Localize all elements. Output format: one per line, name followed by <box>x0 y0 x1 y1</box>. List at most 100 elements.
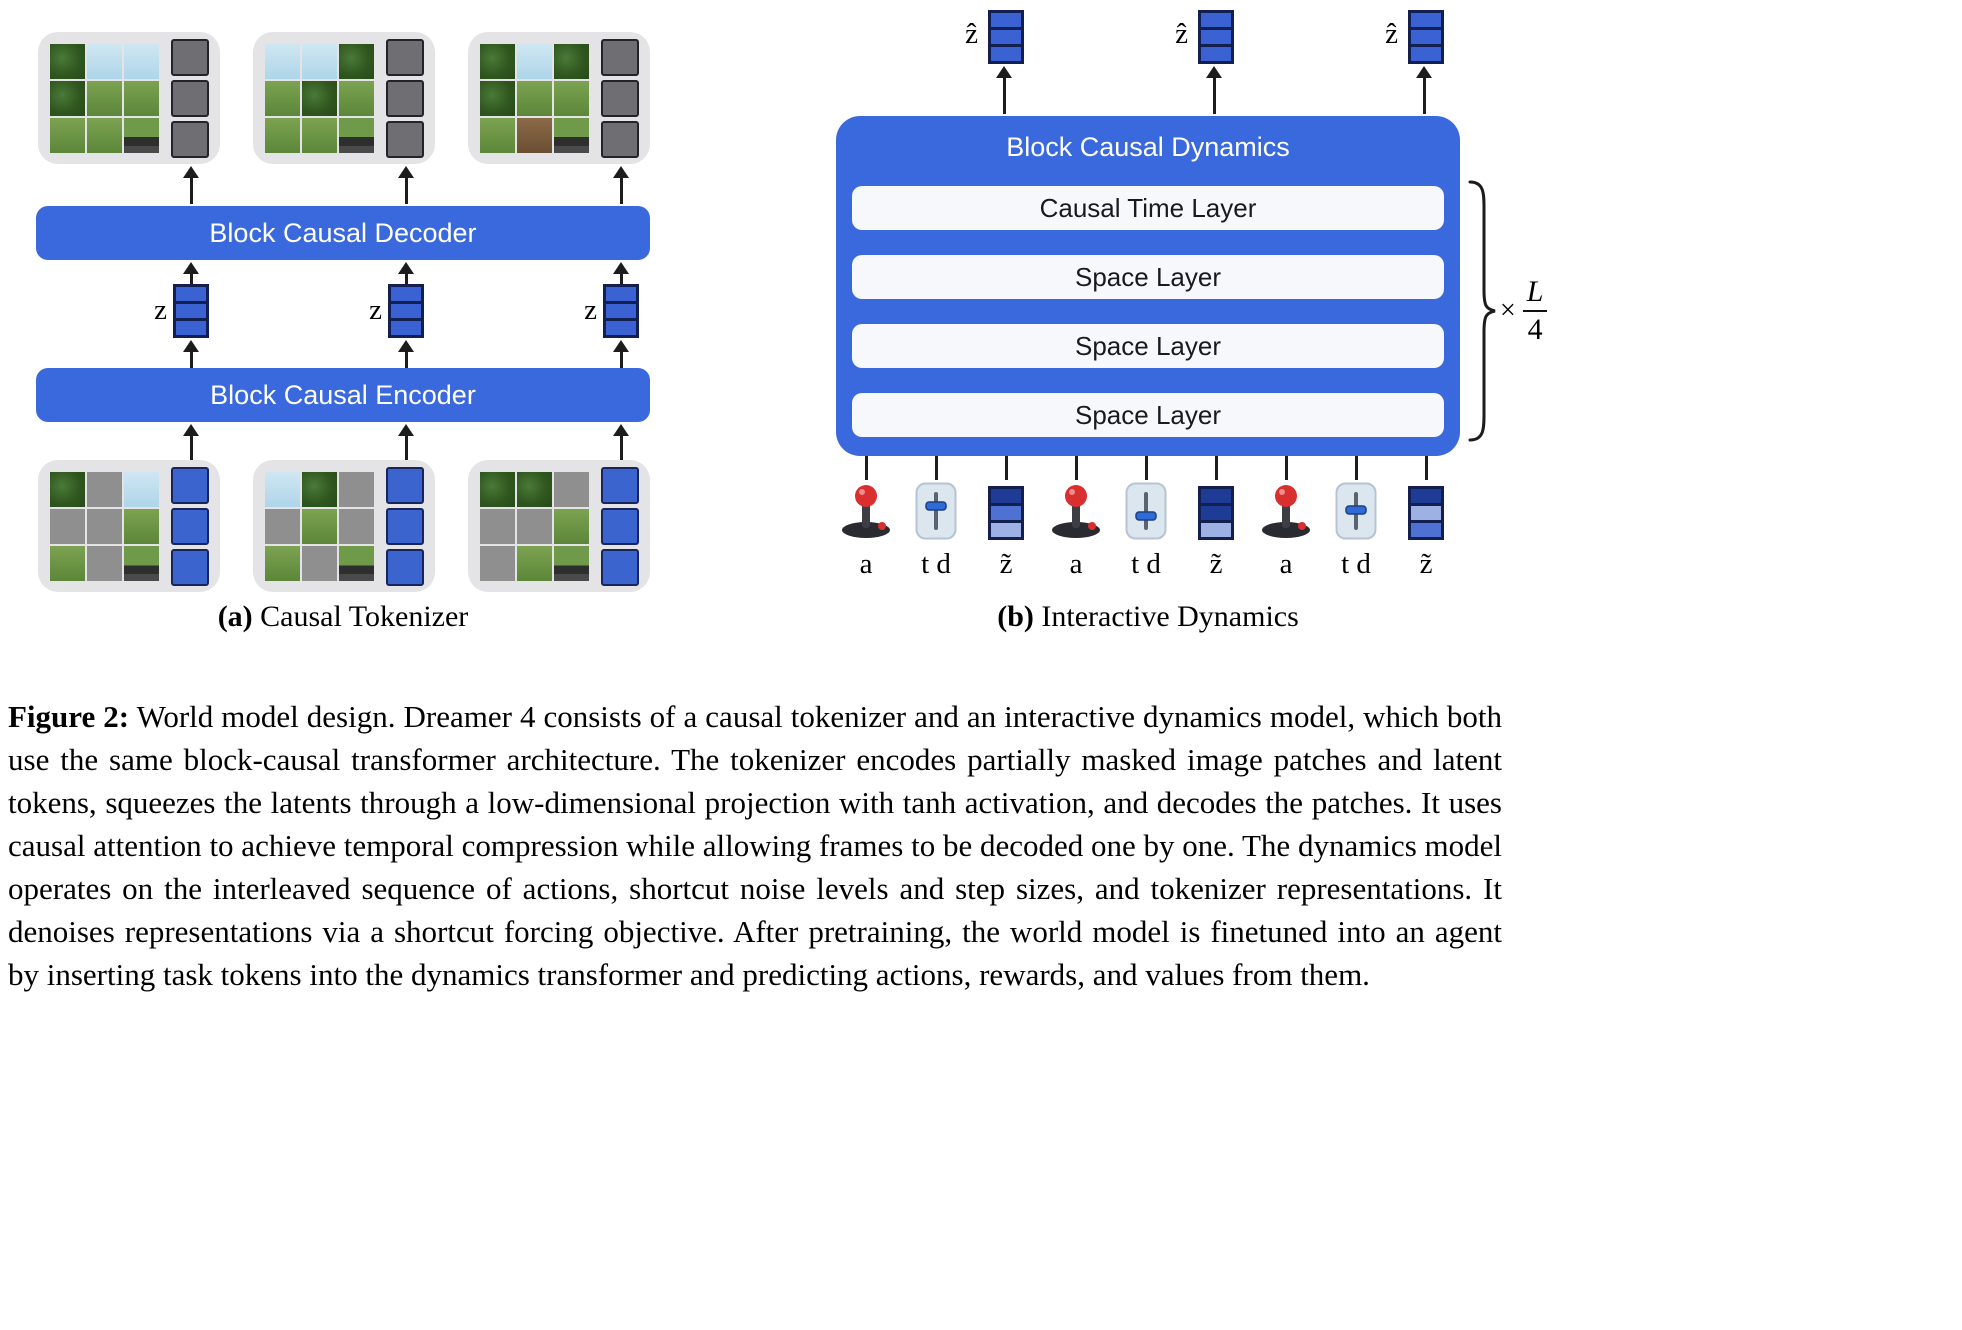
cell-sky <box>123 43 159 79</box>
arrow-up-icon <box>613 340 629 368</box>
masked-frame-3 <box>468 460 650 592</box>
connector-line <box>1145 456 1148 480</box>
z-tilde-token-stack <box>1408 486 1444 540</box>
arrow-up-icon <box>398 262 414 284</box>
z-label: z <box>584 294 597 326</box>
cell-mask <box>479 508 515 544</box>
cell-grass <box>338 80 374 116</box>
cell-grass <box>86 117 122 153</box>
cell-blue <box>1198 44 1234 64</box>
arrow-up-icon <box>1206 66 1222 114</box>
cell-tree <box>49 43 85 79</box>
cell-blue <box>170 548 209 586</box>
cell-tree <box>301 471 337 507</box>
cell-tree <box>553 43 589 79</box>
panel-b-caption-label: (b) <box>997 600 1034 633</box>
z-tilde-label: z̃ <box>1209 548 1223 580</box>
joystick-icon <box>1262 485 1310 538</box>
cell-mask <box>479 545 515 581</box>
panel-a-caption-label: (a) <box>217 600 253 633</box>
cell-gray <box>600 38 639 76</box>
panel-a-caption-text: Causal Tokenizer <box>260 600 469 633</box>
panel-b-caption: (b) Interactive Dynamics <box>836 600 1460 634</box>
cell-mid <box>1408 520 1444 540</box>
arrow-up-icon <box>183 340 199 368</box>
cell-grass <box>123 508 159 544</box>
cell-tree <box>479 471 515 507</box>
cell-tree <box>338 43 374 79</box>
figure-caption-text: World model design. Dreamer 4 consists o… <box>8 699 1502 992</box>
decoded-frame-3 <box>468 32 650 164</box>
repeat-count: × L 4 <box>1500 276 1548 345</box>
cell-gray <box>385 120 424 158</box>
cell-blue <box>603 318 639 338</box>
z-label: z <box>369 294 382 326</box>
masked-frame-2 <box>253 460 435 592</box>
latent-token-column <box>600 466 639 586</box>
space-layer-bar: Space Layer <box>852 324 1444 368</box>
arrow-up-icon <box>183 424 199 460</box>
arrow-up-icon <box>613 424 629 460</box>
latent-token-column <box>385 466 424 586</box>
noise-step-label: t d <box>1131 548 1161 580</box>
cell-blue <box>600 507 639 545</box>
fraction-denominator: 4 <box>1527 313 1543 347</box>
cell-tree <box>516 471 552 507</box>
masked-frame-1 <box>38 460 220 592</box>
masked-latent-column <box>385 38 424 158</box>
z-tilde-token-stack <box>1198 486 1234 540</box>
z-token-stack <box>388 284 424 338</box>
cell-tree <box>479 80 515 116</box>
layers-fraction: L 4 <box>1522 274 1548 347</box>
arrow-up-icon <box>398 340 414 368</box>
z-hat-token-stack <box>1198 10 1234 64</box>
cell-gray <box>600 120 639 158</box>
z-hat-label: ẑ <box>965 18 978 50</box>
decoded-frame-1 <box>38 32 220 164</box>
slider-icon <box>1125 482 1167 540</box>
cell-blue <box>173 318 209 338</box>
masked-latent-column <box>600 38 639 158</box>
cell-gray <box>385 79 424 117</box>
cell-blue <box>600 548 639 586</box>
times-symbol: × <box>1500 295 1516 326</box>
connector-line <box>1425 456 1428 480</box>
cell-mask <box>301 545 337 581</box>
joystick-icon <box>1052 485 1100 538</box>
action-label: a <box>859 548 873 580</box>
cell-hud <box>338 117 374 153</box>
image-patch-grid <box>479 43 589 153</box>
cell-mask <box>86 471 122 507</box>
cell-dirt <box>516 117 552 153</box>
noise-step-label: t d <box>1341 548 1371 580</box>
z-hat-label: ẑ <box>1385 18 1398 50</box>
image-patch-grid <box>49 43 159 153</box>
cell-mask <box>49 508 85 544</box>
masked-latent-column <box>170 38 209 158</box>
cell-grass <box>49 117 85 153</box>
arrow-up-icon <box>183 262 199 284</box>
z-tilde-label: z̃ <box>999 548 1013 580</box>
cell-grass <box>264 117 300 153</box>
z-tilde-token-stack <box>988 486 1024 540</box>
z-hat-label: ẑ <box>1175 18 1188 50</box>
cell-mask <box>338 471 374 507</box>
cell-blue <box>988 44 1024 64</box>
fraction-numerator: L <box>1526 274 1544 308</box>
cell-blue <box>1408 44 1444 64</box>
cell-hud <box>123 545 159 581</box>
cell-gray <box>170 120 209 158</box>
noise-step-label: t d <box>921 548 951 580</box>
z-token-stack <box>603 284 639 338</box>
cell-blue <box>170 507 209 545</box>
z-tilde-label: z̃ <box>1419 548 1433 580</box>
decoded-frame-2 <box>253 32 435 164</box>
block-causal-decoder-bar: Block Causal Decoder <box>36 206 650 260</box>
cell-mask <box>86 545 122 581</box>
cell-grass <box>49 545 85 581</box>
cell-mask <box>553 471 589 507</box>
cell-grass <box>479 117 515 153</box>
cell-mask <box>516 508 552 544</box>
cell-blue <box>385 507 424 545</box>
curly-brace-icon <box>1468 180 1496 442</box>
